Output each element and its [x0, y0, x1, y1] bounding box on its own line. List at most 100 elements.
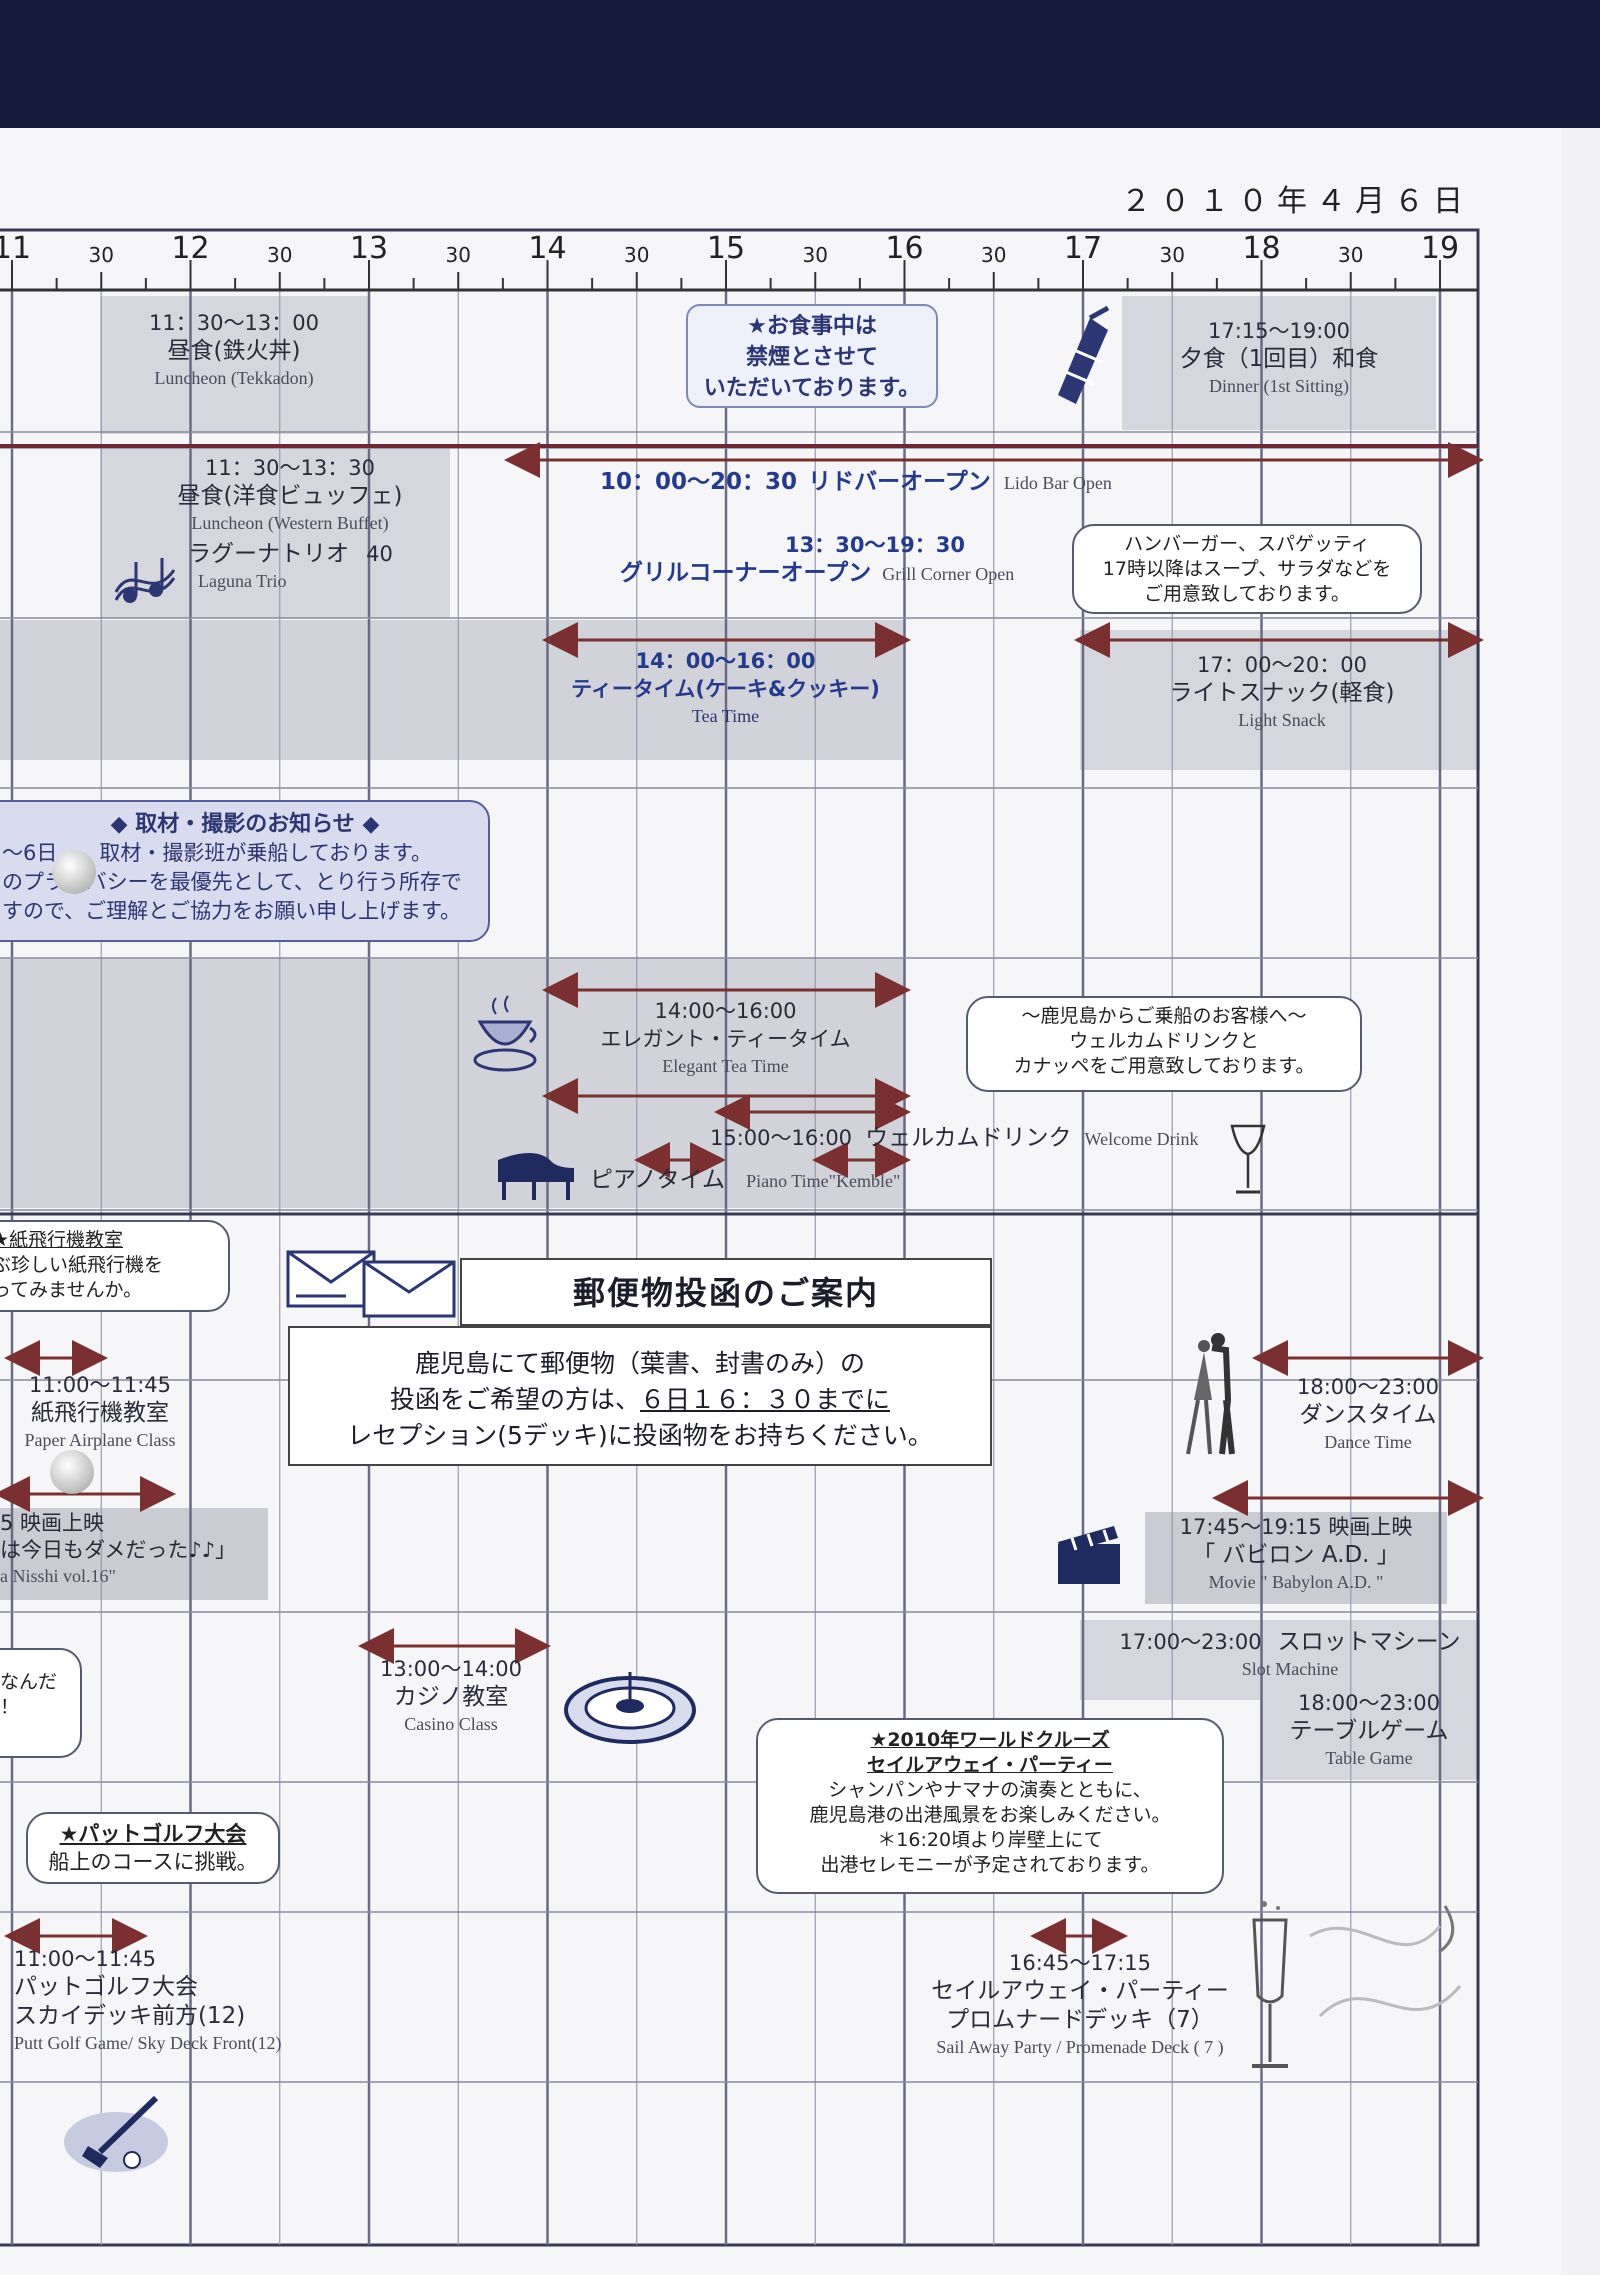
event-time: 11：30〜13：00 — [149, 311, 319, 335]
notice-title: ◆ 取材・撮影のお知らせ ◆ — [110, 812, 380, 837]
bubble-line: なんだ — [0, 1671, 58, 1693]
event-luncheon-buffet: 11：30〜13：30 昼食(洋食ビュッフェ) Luncheon (Wester… — [150, 455, 430, 535]
event-laguna-trio: ラグーナトリオ 40 Laguna Trio — [188, 540, 393, 593]
event-title-en: Laguna Trio — [198, 571, 287, 591]
event-title-en: Elegant Tea Time — [662, 1056, 789, 1076]
event-movie-left: 5 映画上映 は今日もダメだった♪♪」 a Nisshi vol.16" — [0, 1510, 264, 1588]
roulette-icon — [564, 1672, 696, 1744]
postal-line: 鹿児島にて郵便物（葉書、封書のみ）の — [414, 1349, 865, 1378]
event-title-en: Movie " Babylon A.D. " — [1208, 1572, 1384, 1592]
event-duration: 40 — [366, 542, 393, 566]
notice-line: すので、ご理解とご協力をお願い申し上げます。 — [2, 899, 462, 923]
event-tea-time: 14：00〜16：00 ティータイム(ケーキ&クッキー) Tea Time — [548, 648, 903, 728]
event-title: リドバーオープン — [808, 469, 991, 495]
bubble-line: ★紙飛行機教室 — [0, 1229, 124, 1251]
event-title: は今日もダメだった♪♪」 — [0, 1538, 237, 1562]
shade-luncheon-tekkadon — [100, 296, 368, 434]
postal-line: レセプション(5デッキ)に投函物をお持ちください。 — [347, 1421, 933, 1450]
event-time: 16:45〜17:15 — [1008, 1951, 1152, 1975]
ruler-hour-label: 14 — [528, 231, 566, 266]
event-table-game: 18:00〜23:00 テーブルゲーム Table Game — [1262, 1690, 1476, 1770]
shade-slot-machine — [1080, 1620, 1480, 1700]
postal-notice-body: 鹿児島にて郵便物（葉書、封書のみ）の 投函をご希望の方は、６日１６：３０までに … — [288, 1326, 992, 1466]
music-note-icon — [114, 558, 176, 603]
event-title: テーブルゲーム — [1289, 1718, 1449, 1744]
event-time: 17:45〜19:15 映画上映 — [1179, 1515, 1413, 1539]
event-title: スロットマシーン — [1277, 1629, 1461, 1655]
event-title: グリルコーナーオープン — [620, 560, 872, 586]
bubble-line: ＊16:20頃より岸壁上にて — [877, 1829, 1103, 1851]
event-title: ウェルカムドリンク — [865, 1125, 1072, 1151]
ruler-half-label: 30 — [446, 243, 471, 267]
ruler-hour-label: 19 — [1421, 231, 1459, 266]
bubble-line: 鹿児島港の出港風景をお楽しみください。 — [809, 1804, 1171, 1826]
schedule-date: ２０１０年４月６日 — [1121, 184, 1472, 219]
champagne-flute-icon — [1252, 1901, 1462, 2068]
event-paper-airplane: 11:00〜11:45 紙飛行機教室 Paper Airplane Class — [0, 1372, 200, 1452]
notice-line: 禁煙とさせて — [745, 345, 878, 370]
postal-deadline: ６日１６：３０までに — [640, 1385, 891, 1414]
sailaway-info-bubble: ★2010年ワールドクルーズ セイルアウェイ・パーティー シャンパンやナマナの演… — [756, 1718, 1224, 1894]
event-title-en: Putt Golf Game/ Sky Deck Front(12) — [14, 2033, 282, 2053]
event-title: ティータイム(ケーキ&クッキー) — [571, 677, 880, 701]
bubble-line: 出港セレモニーが予定されております。 — [820, 1854, 1160, 1876]
event-time: 15:00〜16:00 — [710, 1126, 853, 1150]
event-elegant-tea: 14:00〜16:00 エレガント・ティータイム Elegant Tea Tim… — [548, 998, 903, 1078]
paper-airplane-bubble: ★紙飛行機教室 ぶ珍しい紙飛行機を ってみませんか。 — [0, 1220, 230, 1312]
event-time: 17:15〜19:00 — [1207, 319, 1351, 343]
event-time: 18:00〜23:00 — [1297, 1691, 1441, 1715]
binder-hole — [52, 850, 96, 894]
bubble-line: ハンバーガー、スパゲッティ — [1124, 533, 1370, 555]
bubble-line: シャンパンやナマナの演奏とともに、 — [828, 1779, 1152, 1801]
top-dark-band — [0, 0, 1600, 128]
event-title-en: Light Snack — [1238, 710, 1326, 730]
event-time: 14:00〜16:00 — [654, 999, 797, 1023]
event-sailaway: 16:45〜17:15 セイルアウェイ・パーティー プロムナードデッキ（7） S… — [900, 1950, 1260, 2059]
bubble-line: ってみませんか。 — [0, 1279, 143, 1301]
shade-table-game — [1260, 1696, 1480, 1780]
event-title-en: a Nisshi vol.16" — [0, 1566, 116, 1586]
event-time: 18:00〜23:00 — [1296, 1375, 1440, 1399]
event-time: 11:00〜11:45 — [28, 1373, 172, 1397]
bubble-line: ウェルカムドリンクと — [1069, 1030, 1259, 1052]
grid-frame — [0, 228, 1480, 2247]
no-smoking-notice: ★お食事中は 禁煙とさせて いただいております。 — [686, 304, 938, 408]
ruler-hour-label: 15 — [707, 231, 745, 266]
ruler-hour-label: 11 — [0, 231, 31, 266]
event-title-en: Sail Away Party / Promenade Deck ( 7 ) — [936, 2037, 1224, 2057]
event-time: 11：30〜13：30 — [205, 456, 375, 480]
event-time: 13：30〜19：30 — [785, 533, 965, 557]
bubble-line: 船上のコースに挑戦。 — [48, 1850, 258, 1874]
putt-golf-bubble: ★パットゴルフ大会 船上のコースに挑戦。 — [26, 1812, 280, 1884]
event-title: ラグーナトリオ — [188, 541, 349, 567]
event-grill-corner: 13：30〜19：30 グリルコーナーオープン Grill Corner Ope… — [620, 532, 1070, 588]
bubble-line: 17時以降はスープ、サラダなどを — [1102, 558, 1392, 580]
clapperboard-icon — [1058, 1526, 1120, 1584]
shade-movie-right — [1145, 1512, 1447, 1604]
bubble-line: ！ — [0, 1696, 20, 1718]
event-title-en: Luncheon (Western Buffet) — [191, 513, 389, 533]
grand-piano-icon — [498, 1153, 574, 1200]
event-title-en: Piano Time"Kemble" — [746, 1171, 901, 1191]
event-title-en: Dance Time — [1324, 1432, 1412, 1452]
golf-club-icon — [64, 2095, 168, 2172]
event-time: 17:00〜23:00 — [1119, 1630, 1262, 1654]
notice-line: いただいております。 — [703, 376, 921, 401]
event-movie-right: 17:45〜19:15 映画上映 「 バビロン A.D. 」 Movie " B… — [1140, 1514, 1452, 1594]
left-partial-bubble: なんだ ！ — [0, 1648, 82, 1758]
ruler-half-label: 30 — [89, 243, 114, 267]
bubble-line: セイルアウェイ・パーティー — [867, 1754, 1113, 1776]
postal-line: 投函をご希望の方は、 — [389, 1385, 640, 1414]
event-time: 14：00〜16：00 — [635, 649, 816, 673]
shade-dinner — [1122, 296, 1436, 430]
ruler-half-label: 30 — [981, 243, 1006, 267]
event-title: 紙飛行機教室 — [31, 1400, 169, 1426]
ruler-half-label: 30 — [1338, 243, 1363, 267]
event-luncheon-tekkadon: 11：30〜13：00 昼食(鉄火丼) Luncheon (Tekkadon) — [100, 310, 368, 390]
event-title-en: Lido Bar Open — [1003, 473, 1112, 493]
event-dinner: 17:15〜19:00 夕食（1回目）和食 Dinner (1st Sittin… — [1122, 318, 1436, 398]
event-light-snack: 17：00〜20：00 ライトスナック(軽食) Light Snack — [1112, 652, 1452, 732]
event-title: 昼食(鉄火丼) — [167, 338, 301, 364]
event-title-en: Dinner (1st Sitting) — [1209, 376, 1349, 396]
